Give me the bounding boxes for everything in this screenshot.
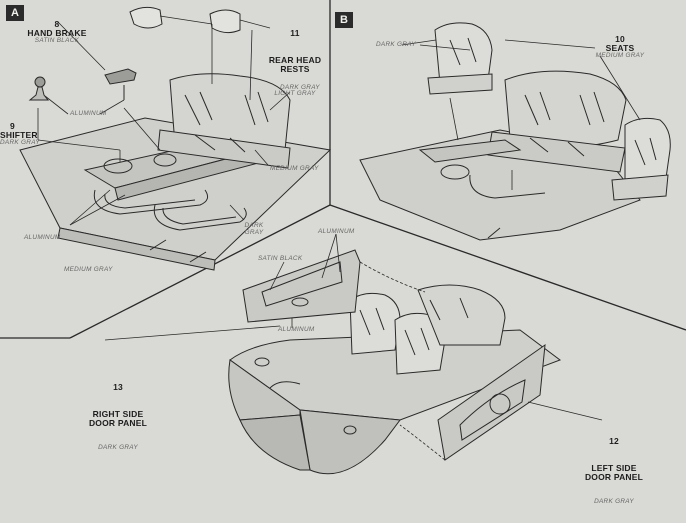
callout-number: 12	[609, 436, 619, 447]
callout-left-door-panel: 12 LEFT SIDE DOOR PANEL DARK GRAY	[568, 420, 660, 523]
callout-number: 11	[290, 28, 300, 39]
panel-a-shifter	[28, 76, 50, 101]
panel-c-right-door-panel	[242, 249, 361, 323]
panel-b-rear-seat	[487, 70, 627, 173]
panel-b-front-seat-right	[611, 117, 671, 201]
panel-label-b: B	[335, 12, 353, 28]
panel-c-tub	[228, 329, 562, 475]
callout-name: SHIFTER	[0, 130, 38, 141]
color-label-aluminum: ALUMINUM	[318, 228, 355, 235]
callout-hand-brake: 8 HAND BRAKE SATIN BLACK	[22, 19, 92, 45]
panel-a-hand-brake	[104, 68, 137, 100]
callout-color: DARK GRAY	[0, 139, 40, 147]
color-label-aluminum: ALUMINUM	[278, 326, 315, 333]
callout-name: LEFT SIDE DOOR PANEL	[584, 462, 644, 482]
callout-color: LIGHT GRAY	[274, 90, 316, 98]
color-label-aluminum: ALUMINUM	[70, 110, 107, 117]
panel-a-leader-lines	[37, 15, 291, 226]
callout-shifter: 9 SHIFTER DARK GRAY	[0, 121, 44, 147]
color-label-dark-gray: DARK GRAY	[376, 41, 416, 48]
panel-label-a: A	[6, 5, 24, 21]
color-label-dark-gray: DARK GRAY	[280, 84, 320, 91]
panel-b-front-seat-left	[427, 22, 493, 95]
panel-b-console	[418, 139, 546, 199]
panel-c-seats	[349, 284, 506, 375]
callout-name: SEATS	[605, 43, 635, 54]
callout-name: HAND BRAKE	[27, 28, 87, 39]
callout-color: MEDIUM GRAY	[595, 52, 645, 60]
panel-a-armrests	[93, 189, 247, 231]
assembly-illustration	[0, 0, 686, 475]
color-label-aluminum: ALUMINUM	[24, 234, 61, 241]
panel-divider-lines	[0, 0, 686, 339]
callout-name: RIGHT SIDE DOOR PANEL	[88, 408, 148, 428]
panel-a-rear-seat	[157, 73, 291, 169]
panel-b-leader-lines	[401, 39, 641, 190]
callout-color: SATIN BLACK	[34, 37, 80, 45]
callout-number: 8	[54, 19, 60, 29]
color-label-medium-gray: MEDIUM GRAY	[64, 266, 113, 273]
callout-color: DARK GRAY	[98, 444, 138, 452]
callout-color: DARK GRAY	[594, 498, 634, 506]
callout-name: REAR HEAD RESTS	[268, 54, 322, 74]
callout-number: 10	[615, 34, 625, 44]
panel-a-headrests	[129, 6, 241, 34]
color-label-satin-black: SATIN BLACK	[258, 255, 303, 262]
panel-c-leader-lines	[104, 233, 603, 461]
color-label-dark-gray: DARK GRAY	[244, 222, 264, 236]
panel-c-left-door-panel	[437, 343, 546, 461]
callout-number: 9	[10, 121, 15, 131]
callout-rear-head-rests: 11 REAR HEAD RESTS LIGHT GRAY	[258, 12, 332, 115]
color-label-medium-gray: MEDIUM GRAY	[270, 165, 319, 172]
callout-right-door-panel: 13 RIGHT SIDE DOOR PANEL DARK GRAY	[72, 366, 164, 469]
callout-number: 13	[113, 382, 123, 393]
callout-seats: 10 SEATS MEDIUM GRAY	[584, 34, 656, 60]
